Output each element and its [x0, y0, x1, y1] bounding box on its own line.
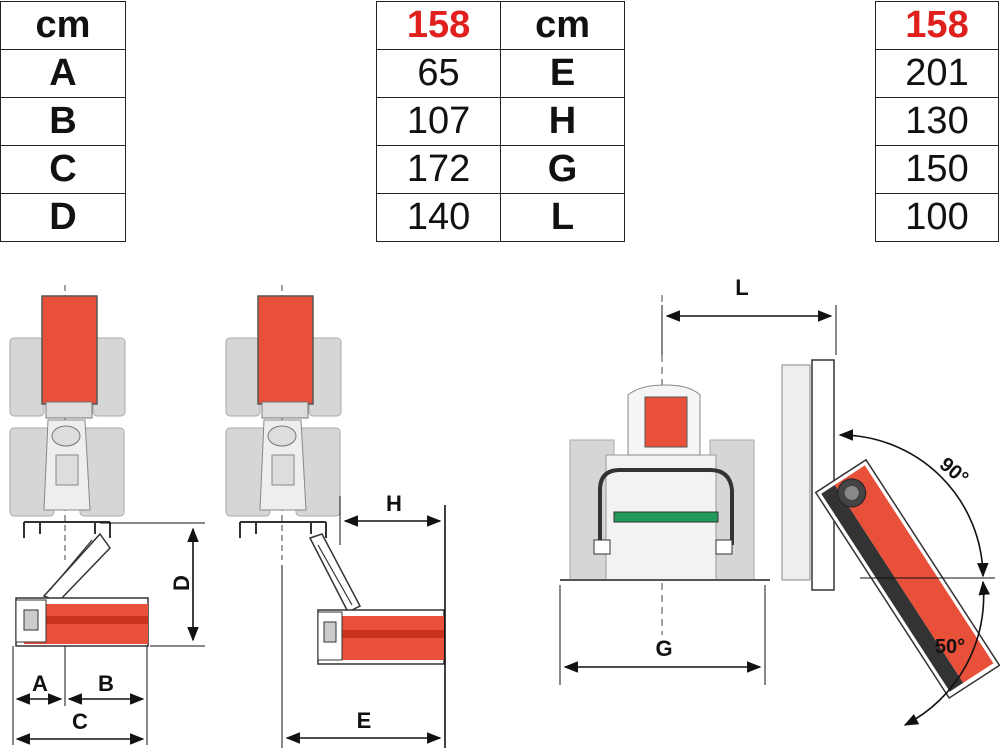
angle-50-text: 50°: [935, 636, 965, 658]
label-c-text: C: [72, 709, 88, 734]
value-l: 100: [875, 193, 999, 242]
label-a-text: A: [32, 671, 48, 696]
model-header: 158: [375, 1, 502, 50]
value-d: 140: [375, 193, 502, 242]
dimension-h: H: [339, 491, 446, 748]
label-b-text: B: [98, 671, 114, 696]
unit-header: cm: [0, 1, 126, 50]
label-d: D: [0, 193, 126, 242]
dimension-l: L: [661, 275, 837, 355]
dimension-c: C: [15, 709, 145, 745]
label-b: B: [0, 97, 126, 146]
label-e: E: [500, 49, 625, 98]
dimension-g: G: [559, 585, 766, 685]
value-e: 201: [875, 49, 999, 98]
value-g: 150: [875, 145, 999, 194]
angle-90-text: 90°: [935, 453, 972, 489]
unit-header: cm: [500, 1, 625, 50]
dimension-a: A: [12, 646, 148, 745]
label-h-text: H: [386, 491, 402, 516]
dimension-label-table: cm A B C D: [0, 1, 126, 242]
label-l-text: L: [735, 275, 748, 300]
tractor-top-view-2: [225, 285, 445, 665]
label-d-text: D: [169, 575, 194, 591]
tractor-top-view-1: [9, 285, 149, 647]
label-e-text: E: [357, 708, 372, 733]
label-l: L: [500, 193, 625, 242]
dimension-value-table-2: 158 201 130 150 100: [875, 1, 999, 242]
dimension-b: B: [67, 671, 145, 705]
model-header-2: 158: [875, 1, 999, 50]
label-h: H: [500, 97, 625, 146]
tractor-rear-view: [560, 295, 1000, 700]
value-h: 130: [875, 97, 999, 146]
dimension-d: D: [100, 522, 205, 647]
label-c: C: [0, 145, 126, 194]
label-g-text: G: [655, 636, 672, 661]
value-b: 107: [375, 97, 502, 146]
value-a: 65: [375, 49, 502, 98]
dimension-e: E: [281, 565, 442, 748]
